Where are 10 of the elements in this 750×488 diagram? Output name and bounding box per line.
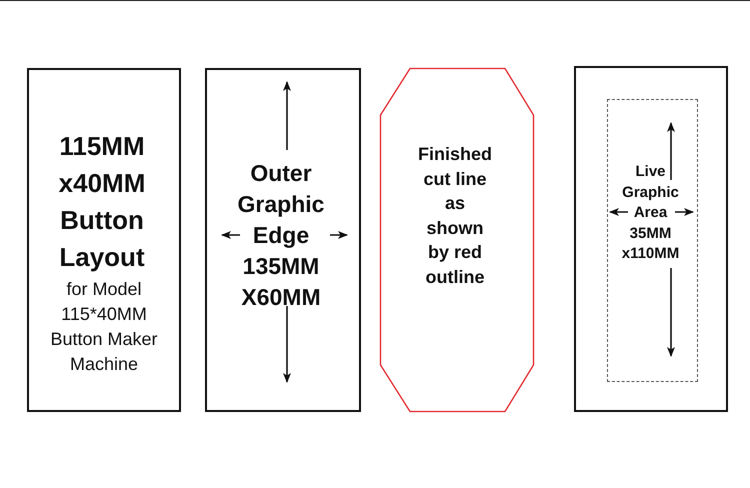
layout-label: 115MM x40MM Button Layout [58, 130, 146, 274]
layout-box [205, 68, 361, 412]
layout-label: Outer Graphic Edge 135MM X60MM [238, 159, 324, 312]
layout-box [27, 68, 181, 412]
layout-box [574, 66, 728, 412]
layout-label: Live Graphic Area 35MM x110MM [622, 162, 680, 264]
layout-label: Finished cut line as shown by red outline [418, 143, 492, 288]
layout-note: for Model 115*40MM Button Maker Machine [49, 278, 159, 376]
live-area-box [607, 99, 698, 382]
cut-line-outline [380, 68, 534, 412]
